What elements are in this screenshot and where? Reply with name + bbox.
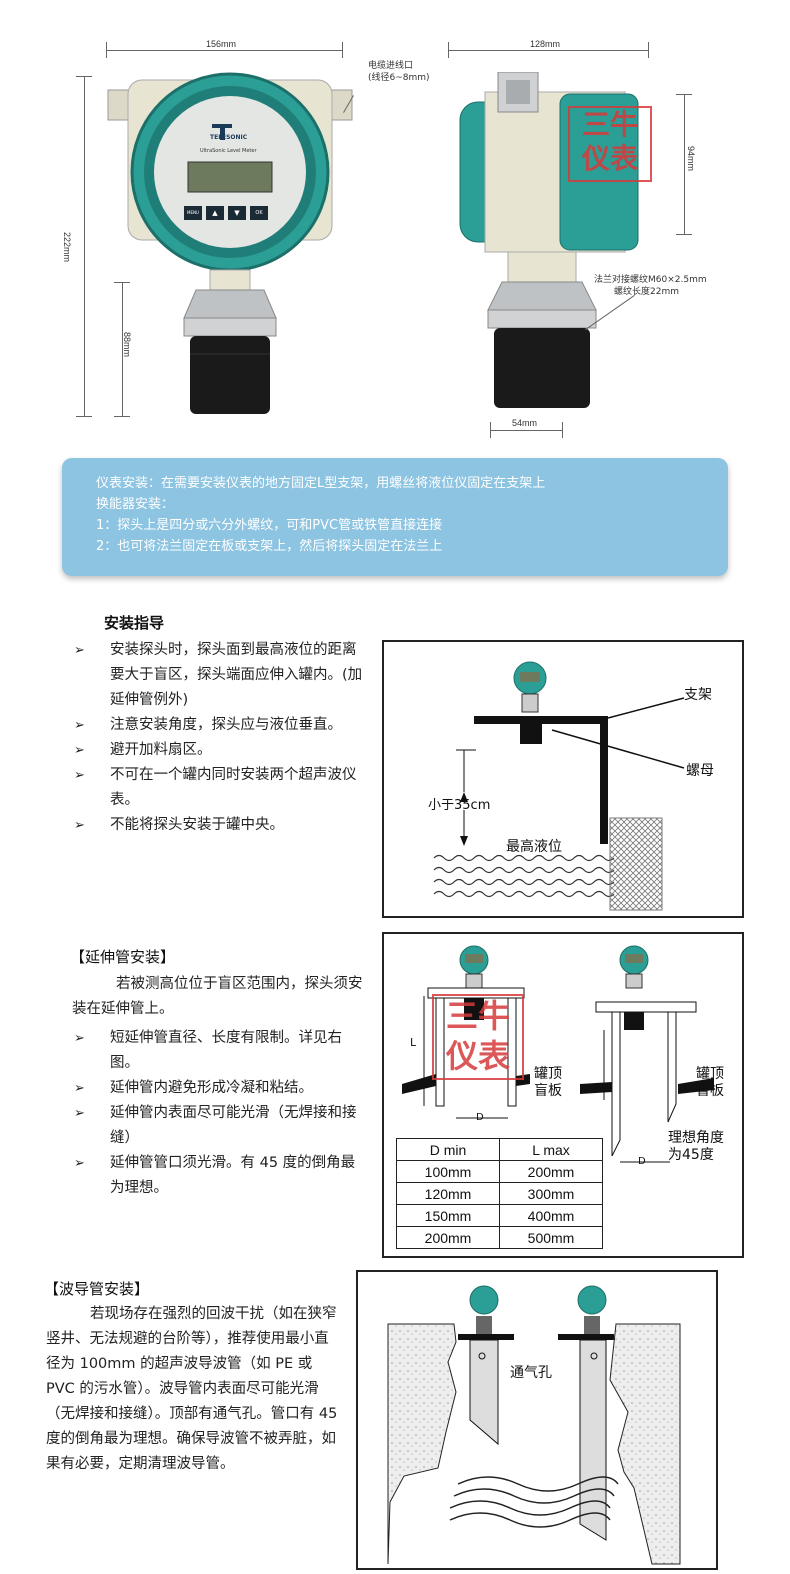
- table-row: 120mm 300mm: [396, 1182, 603, 1205]
- list-item: ➢避开加料扇区。: [72, 738, 368, 763]
- list-item: ➢短延伸管直径、长度有限制。详见右图。: [72, 1026, 368, 1076]
- info-line-4: 2：也可将法兰固定在板或支架上，然后将探头固定在法兰上: [96, 539, 443, 554]
- arrow-bullet-icon: ➢: [74, 743, 85, 758]
- dim-side-width: 128mm: [530, 39, 561, 49]
- arrow-bullet-icon: ➢: [74, 768, 85, 783]
- watermark-stamp-2: 三牛 仪表: [432, 994, 524, 1080]
- device-side-illustration: [459, 72, 639, 408]
- diameter-label-right: D: [638, 1156, 646, 1167]
- top-plate-label-left: 罐顶 盲板: [534, 1066, 562, 1099]
- distance-label: 小于35cm: [428, 798, 491, 813]
- arrow-bullet-icon: ➢: [74, 643, 85, 658]
- table-cell: 100mm: [396, 1160, 500, 1183]
- table-header-cell: L max: [499, 1138, 603, 1161]
- keypad: MENU ▲ ▼ OK: [184, 206, 274, 220]
- info-line-3: 1：探头上是四分或六分外螺纹，可和PVC管或铁管直接连接: [96, 518, 443, 533]
- dim-front-width: 156mm: [206, 39, 237, 49]
- table-cell: 200mm: [499, 1160, 603, 1183]
- watermark-stamp: 三牛 仪表: [568, 106, 652, 182]
- extension-bullets: ➢短延伸管直径、长度有限制。详见右图。 ➢延伸管内避免形成冷凝和粘结。 ➢延伸管…: [72, 1026, 368, 1201]
- table-cell: 300mm: [499, 1182, 603, 1205]
- list-item: ➢注意安装角度，探头应与液位垂直。: [72, 713, 368, 738]
- table-header-row: D min L max: [396, 1138, 603, 1161]
- dim-probe-width: 54mm: [512, 418, 538, 428]
- info-line-2: 换能器安装：: [96, 497, 175, 512]
- arrow-bullet-icon: ➢: [74, 1031, 85, 1046]
- vent-hole-label: 通气孔: [510, 1365, 552, 1381]
- info-line-1: 仪表安装：在需要安装仪表的地方固定L型支架，用螺丝将液位仪固定在支架上: [96, 476, 546, 491]
- length-label: L: [410, 1036, 417, 1049]
- nut-label: 螺母: [686, 763, 714, 779]
- ideal-angle-label: 理想角度 为45度: [668, 1130, 724, 1163]
- table-cell: 200mm: [396, 1226, 500, 1249]
- max-level-label: 最高液位: [506, 839, 562, 855]
- table-cell: 150mm: [396, 1204, 500, 1227]
- cable-entry-note: 电缆进线口 (线径6~8mm): [368, 61, 430, 83]
- key-down[interactable]: ▼: [234, 209, 240, 217]
- arrow-bullet-icon: ➢: [74, 718, 85, 733]
- table-cell: 120mm: [396, 1182, 500, 1205]
- arrow-bullet-icon: ➢: [74, 1156, 85, 1171]
- display-caption: UltraSonic Level Meter: [200, 148, 257, 154]
- table-row: 200mm 500mm: [396, 1226, 603, 1249]
- waveguide-text: 若现场存在强烈的回波干扰（如在狭窄竖井、无法规避的台阶等），推荐使用最小直径为 …: [46, 1306, 338, 1472]
- waveguide-title: 【波导管安装】: [44, 1280, 150, 1298]
- list-item: ➢不能将探头安装于罐中央。: [72, 813, 368, 838]
- guide-title: 安装指导: [104, 614, 165, 632]
- key-menu[interactable]: MENU: [187, 210, 199, 215]
- table-row: 100mm 200mm: [396, 1160, 603, 1183]
- list-item: ➢不可在一个罐内同时安装两个超声波仪表。: [72, 763, 368, 813]
- waveguide-diagram: 通气孔: [356, 1270, 718, 1570]
- product-figure: 156mm 222mm 88mm TELESO: [60, 22, 730, 452]
- guide-diagram: 支架 螺母 小于35cm 最高液位: [382, 640, 744, 918]
- arrow-bullet-icon: ➢: [74, 818, 85, 833]
- diameter-label: D: [476, 1112, 484, 1123]
- table-cell: 500mm: [499, 1226, 603, 1249]
- install-info-box: 仪表安装：在需要安装仪表的地方固定L型支架，用螺丝将液位仪固定在支架上 换能器安…: [62, 458, 728, 576]
- arrow-bullet-icon: ➢: [74, 1106, 85, 1121]
- extension-intro: 若被测高位位于盲区范围内，探头须安装在延伸管上。: [72, 976, 363, 1017]
- key-up[interactable]: ▲: [212, 209, 218, 217]
- guide-bullets: ➢安装探头时，探头面到最高液位的距离要大于盲区，探头端面应伸入罐内。(加延伸管例…: [72, 638, 368, 838]
- key-ok[interactable]: OK: [255, 210, 263, 216]
- brand-label: TELESONIC: [210, 134, 248, 141]
- extension-title: 【延伸管安装】: [70, 948, 176, 966]
- extension-size-table: D min L max 100mm 200mm 120mm 300mm 150m…: [396, 1138, 603, 1249]
- list-item: ➢延伸管管口须光滑。有 45 度的倒角最为理想。: [72, 1151, 368, 1201]
- flange-thread-note: 法兰对接螺纹M60×2.5mm 螺纹长度22mm: [594, 275, 707, 297]
- list-item: ➢延伸管内避免形成冷凝和粘结。: [72, 1076, 368, 1101]
- dim-head-height: 94mm: [686, 146, 696, 172]
- table-header-cell: D min: [396, 1138, 500, 1161]
- arrow-bullet-icon: ➢: [74, 1081, 85, 1096]
- list-item: ➢安装探头时，探头面到最高液位的距离要大于盲区，探头端面应伸入罐内。(加延伸管例…: [72, 638, 368, 713]
- table-cell: 400mm: [499, 1204, 603, 1227]
- table-row: 150mm 400mm: [396, 1204, 603, 1227]
- list-item: ➢延伸管内表面尽可能光滑（无焊接和接缝）: [72, 1101, 368, 1151]
- dim-total-height: 222mm: [62, 232, 72, 263]
- bracket-label: 支架: [684, 687, 712, 703]
- device-front-illustration: [107, 72, 353, 414]
- top-plate-label-right: 罐顶 盲板: [696, 1066, 724, 1099]
